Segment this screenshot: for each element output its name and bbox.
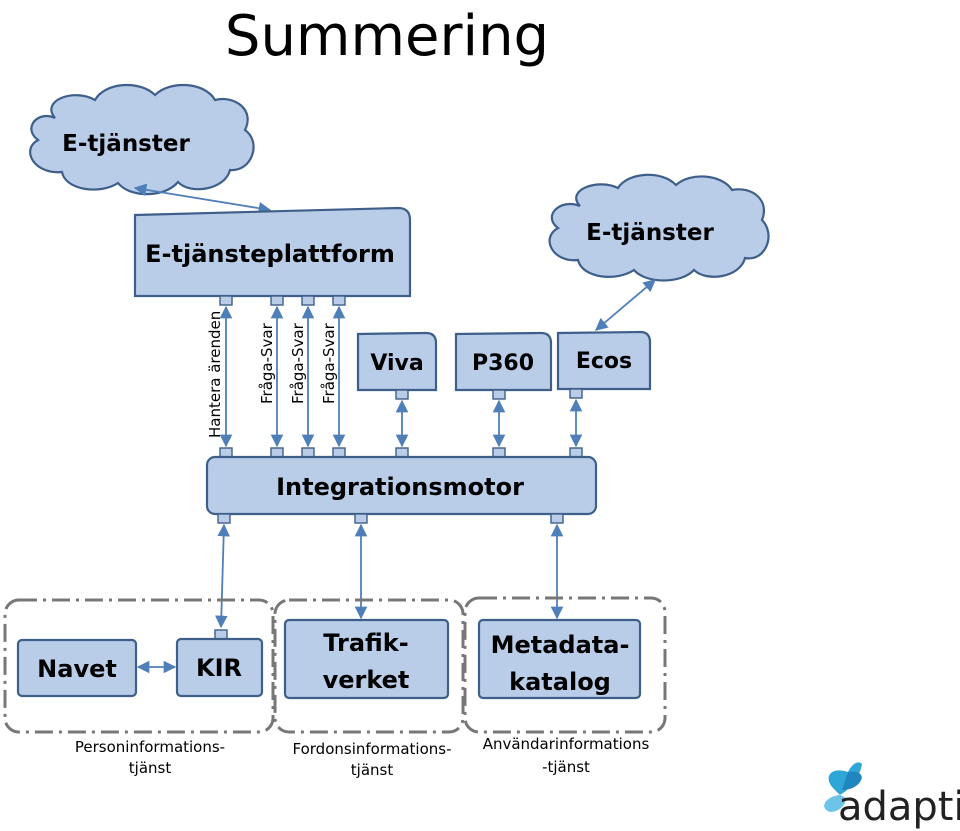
node-label: Integrationsmotor	[276, 473, 524, 501]
group-caption: tjänst	[351, 761, 394, 779]
group-personinformation	[3, 598, 275, 734]
node-label: Navet	[37, 655, 117, 683]
port	[214, 629, 228, 640]
node-label: katalog	[509, 668, 611, 696]
link-label-fraga-3: Fråga-Svar	[320, 322, 338, 404]
link-cloud-platform	[133, 183, 272, 215]
port	[569, 388, 583, 399]
node-platform: E-tjänsteplattform	[133, 206, 412, 298]
group-caption: Användarinformations	[483, 735, 650, 753]
port	[332, 295, 346, 306]
node-integrationsmotor: Integrationsmotor	[205, 455, 598, 516]
node-label: Trafik-	[323, 629, 408, 657]
port	[569, 447, 583, 458]
group-caption: -tjänst	[542, 758, 590, 776]
node-metadatakatalog: Metadata- katalog	[477, 618, 642, 700]
port	[492, 447, 506, 458]
cloud-e-tjanster-top: E-tjänster	[29, 83, 255, 196]
node-trafikverket: Trafik- verket	[283, 618, 450, 700]
link-label-hantera: Hantera ärenden	[206, 311, 224, 438]
port	[270, 447, 284, 458]
port	[301, 447, 315, 458]
butterfly-icon	[824, 762, 862, 812]
node-viva: Viva	[356, 331, 438, 392]
node-p360: P360	[454, 331, 553, 392]
port	[270, 295, 284, 306]
port	[332, 447, 346, 458]
node-navet: Navet	[16, 638, 138, 698]
cloud-label: E-tjänster	[586, 220, 714, 246]
logo-adaptit: adaptit	[824, 762, 960, 830]
node-label: Ecos	[576, 349, 632, 374]
group-caption: Fordonsinformations-	[293, 740, 452, 758]
logo-text: adaptit	[838, 784, 960, 830]
port	[354, 513, 368, 524]
port	[550, 513, 564, 524]
link-label-fraga-1: Fråga-Svar	[258, 322, 276, 404]
port	[219, 447, 233, 458]
node-label: E-tjänsteplattform	[145, 240, 395, 268]
node-label: KIR	[196, 654, 242, 682]
link-label-fraga-2: Fråga-Svar	[289, 322, 307, 404]
node-ecos: Ecos	[556, 330, 652, 391]
group-caption: Personinformations-	[75, 738, 225, 756]
node-kir: KIR	[175, 637, 264, 698]
group-anvandarinformation	[463, 596, 667, 734]
link-cloud-ecos	[595, 279, 656, 331]
port	[301, 295, 315, 306]
node-label: Metadata-	[491, 631, 630, 659]
port	[492, 389, 506, 400]
node-label: Viva	[370, 351, 423, 376]
port	[395, 447, 409, 458]
port	[395, 389, 409, 400]
port	[219, 295, 233, 306]
cloud-e-tjanster-right: E-tjänster	[548, 173, 770, 282]
group-fordonsinformation	[273, 598, 465, 734]
port	[217, 513, 231, 524]
group-caption: tjänst	[129, 759, 172, 777]
page-title: Summering	[225, 4, 549, 69]
link-engine-kir	[215, 523, 230, 629]
cloud-label: E-tjänster	[62, 131, 190, 157]
node-label: verket	[323, 666, 410, 694]
node-label: P360	[472, 351, 534, 376]
